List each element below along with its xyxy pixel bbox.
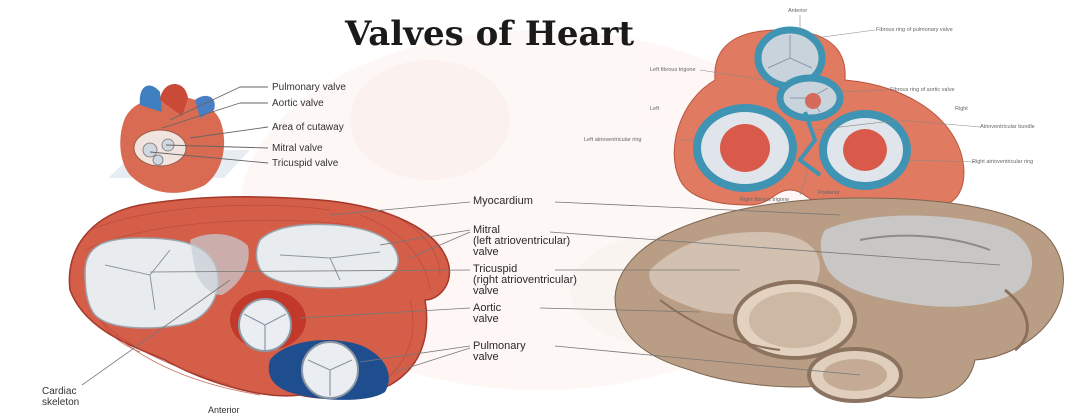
label-skeleton: skeleton (42, 397, 79, 408)
label-myocardium: Myocardium (473, 196, 533, 207)
label-aortic-valve-small: Aortic valve (272, 98, 324, 109)
label-pulmonary-valve-small: Pulmonary valve (272, 82, 346, 93)
label-pulmonary-sub: valve (473, 352, 499, 363)
label-aortic-sub: valve (473, 314, 499, 325)
label-left-atrioventricular-ring: Left atrioventricular ring (584, 137, 641, 143)
label-anterior: Anterior (788, 8, 807, 14)
label-anterior-cut: Anterior (208, 405, 240, 415)
label-right-fibrous-trigone: Right fibrous trigone (740, 197, 789, 203)
label-mitral-sub2: valve (473, 247, 499, 258)
label-tricuspid-valve-small: Tricuspid valve (272, 158, 338, 169)
page-title: Valves of Heart (345, 14, 634, 54)
fibrous-ring-diagram (674, 30, 964, 205)
label-left: Left (650, 106, 659, 112)
label-tricuspid-sub2: valve (473, 286, 499, 297)
heart-specimen-photo (615, 198, 1063, 401)
main-heart-illustration (69, 197, 449, 400)
label-fibrous-ring-aortic: Fibrous ring of aortic valve (890, 87, 955, 93)
label-mitral-valve-small: Mitral valve (272, 143, 323, 154)
label-atrioventricular-bundle: Atrioventricular bundle (980, 124, 1035, 130)
label-cardiac: Cardiac (42, 386, 76, 397)
label-right-atrioventricular-ring: Right atrioventricular ring (972, 159, 1033, 165)
label-posterior: Posterior (818, 190, 840, 196)
small-heart-illustration (108, 84, 250, 193)
label-fibrous-ring-pulmonary: Fibrous ring of pulmonary valve (876, 27, 953, 33)
label-right: Right (955, 106, 968, 112)
label-area-of-cutaway: Area of cutaway (272, 122, 344, 133)
label-left-fibrous-trigone: Left fibrous trigone (650, 67, 696, 73)
